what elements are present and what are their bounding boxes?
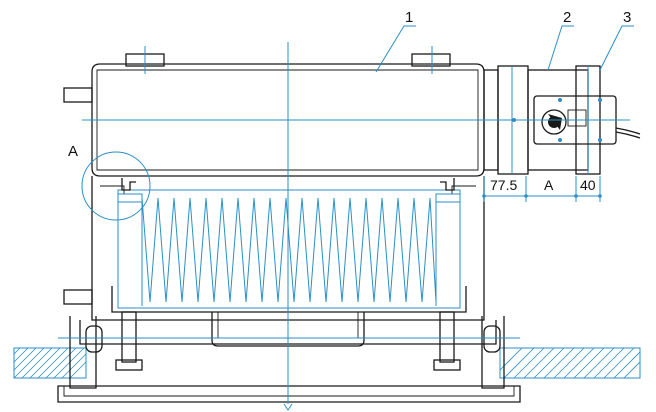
centerlines: [82, 42, 630, 411]
filter-coil: [111, 178, 467, 313]
floor-left: [13, 347, 87, 379]
dim-right-offset: 40: [580, 177, 596, 193]
pipe-stub-lower: [63, 289, 93, 305]
dim-a-label: A: [544, 177, 554, 193]
detail-a-label: A: [68, 143, 78, 160]
callout-3: 3: [623, 9, 631, 26]
hanger-right: [411, 53, 451, 67]
callout-1: 1: [405, 9, 413, 26]
mounting-legs: [58, 311, 520, 371]
dim-left-offset: 77.5: [490, 177, 517, 193]
detail-circle-a: [81, 151, 151, 221]
cabinet-upper: [63, 46, 485, 305]
floor-right: [499, 347, 641, 379]
callout-leaders: [375, 25, 634, 73]
pipe-stub-upper: [63, 87, 93, 103]
bottom-grille: [57, 316, 521, 403]
callout-2: 2: [563, 9, 571, 26]
dimension-line: [482, 176, 602, 202]
